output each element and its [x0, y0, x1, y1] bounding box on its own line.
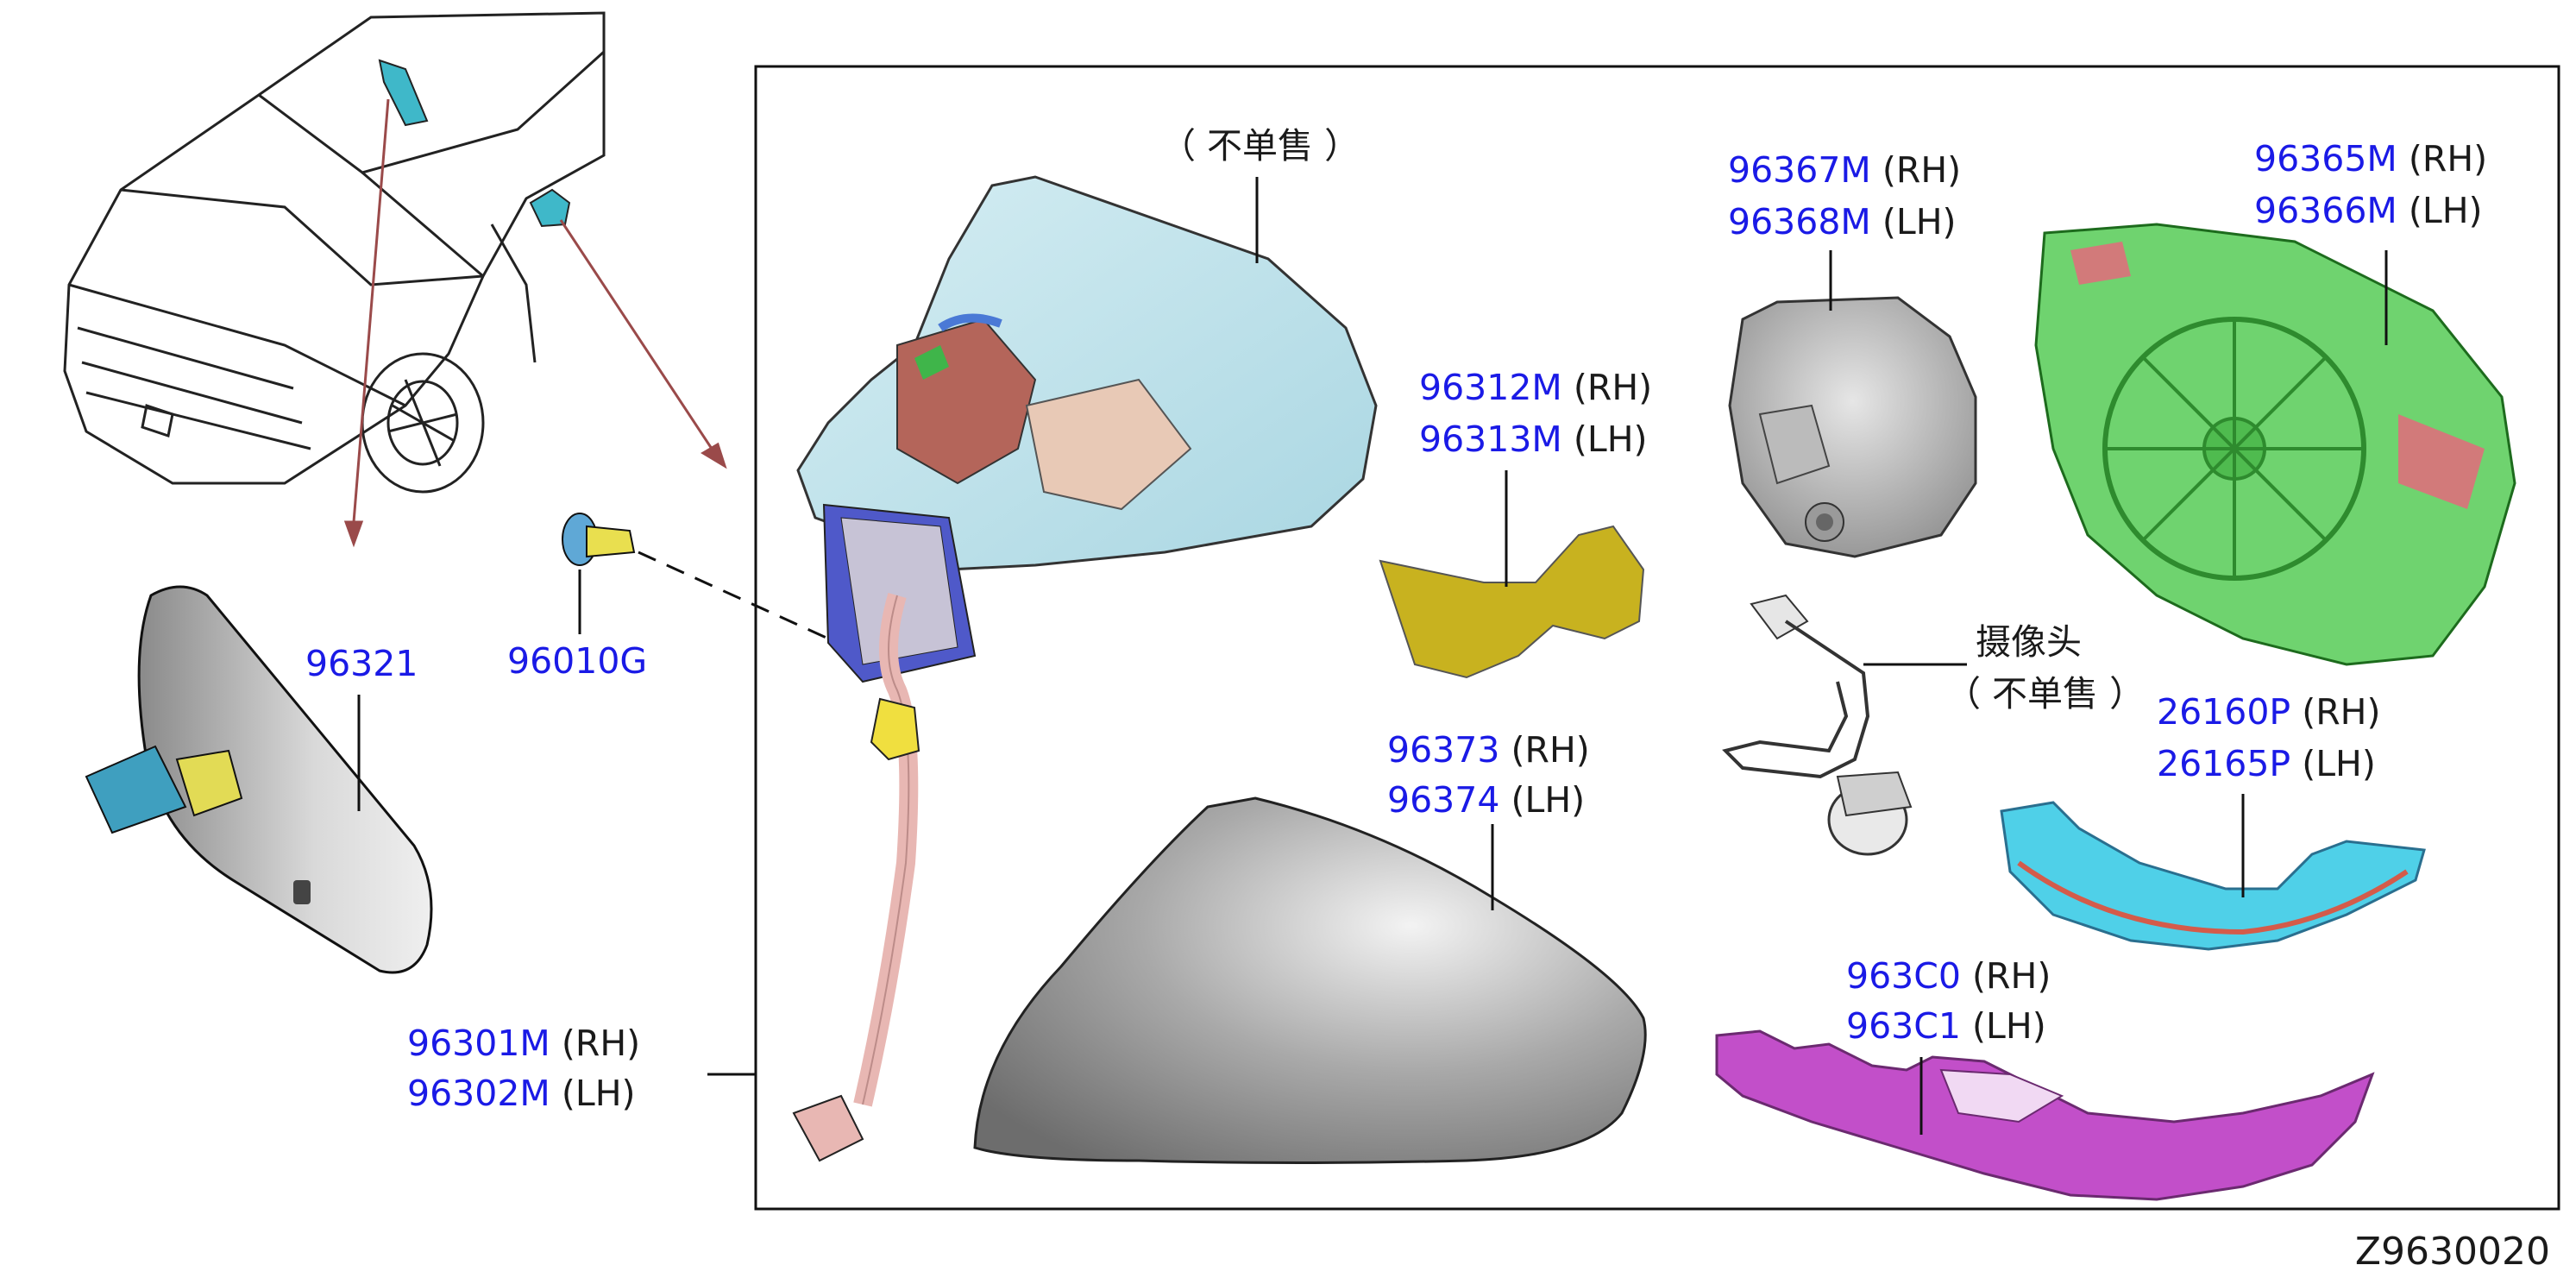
not-sold-note-top: （ 不单售 ）: [1160, 125, 1360, 167]
label-96367M: 96367M (RH): [1728, 145, 1961, 195]
vehicle-illustration: [63, 11, 606, 494]
label-963C0: 963C0 (RH): [1846, 951, 2051, 1001]
label-96374: 96374 (LH): [1387, 775, 1585, 825]
part-number: 96373: [1387, 729, 1500, 771]
inner-mirror-highlight: [378, 59, 429, 127]
part-number: 96368M: [1728, 201, 1871, 242]
label-963C1: 963C1 (LH): [1846, 1001, 2046, 1051]
part-number: 96366M: [2254, 190, 2397, 231]
part-number: 963C1: [1846, 1005, 1961, 1047]
part-number: 26160P: [2157, 691, 2291, 733]
label-96366M: 96366M (LH): [2254, 186, 2483, 236]
camera-not-sold-note: （ 不单售 ）: [1945, 673, 2146, 714]
label-26165P: 26165P (LH): [2157, 739, 2376, 789]
side-label: (LH): [1882, 201, 1957, 242]
side-label: (RH): [1511, 729, 1590, 771]
detail-frame: [754, 65, 2560, 1211]
side-label: (LH): [1573, 419, 1648, 460]
side-label: (LH): [2408, 190, 2483, 231]
camera-label: 摄像头: [1976, 621, 2082, 663]
side-label: (RH): [2408, 138, 2488, 179]
side-label: (LH): [2302, 743, 2376, 784]
part-number: 96374: [1387, 779, 1500, 821]
mirror-glass-part: [2034, 223, 2516, 666]
turn-lamp-part: [2000, 801, 2426, 951]
camera-part: [1722, 594, 1913, 856]
lower-garnish-part: [1715, 1029, 2375, 1201]
part-number: 96367M: [1728, 149, 1871, 191]
mirror-cover-part: [973, 796, 1647, 1164]
label-26160P: 26160P (RH): [2157, 687, 2381, 737]
side-label: (RH): [561, 1023, 641, 1064]
inner-mirror-part: [85, 585, 433, 974]
side-label: (LH): [561, 1073, 636, 1114]
label-96301M: 96301M (RH): [407, 1018, 640, 1068]
label-96368M: 96368M (LH): [1728, 197, 1957, 247]
label-96373: 96373 (RH): [1387, 725, 1590, 775]
part-number: 96365M: [2254, 138, 2397, 179]
part-number: 96302M: [407, 1073, 550, 1114]
label-96010G: 96010G: [507, 636, 647, 686]
part-number: 96010G: [507, 640, 648, 682]
label-96321: 96321: [305, 639, 418, 689]
label-96312M: 96312M (RH): [1419, 362, 1652, 412]
part-number: 96321: [305, 643, 418, 684]
side-label: (RH): [2302, 691, 2381, 733]
side-label: (LH): [1511, 779, 1586, 821]
label-96313M: 96313M (LH): [1419, 414, 1648, 464]
actuator-part: [1728, 296, 1977, 558]
part-number: 26165P: [2157, 743, 2291, 784]
side-label: (RH): [1573, 367, 1653, 408]
upper-garnish-part: [1379, 525, 1645, 679]
label-96302M: 96302M (LH): [407, 1068, 636, 1118]
mirror-assembly: [792, 175, 1378, 1162]
side-label: (RH): [1882, 149, 1962, 191]
part-number: 96312M: [1419, 367, 1562, 408]
side-label: (LH): [1972, 1005, 2046, 1047]
part-number: 96301M: [407, 1023, 550, 1064]
part-number: 96313M: [1419, 419, 1562, 460]
door-mirror-highlight: [529, 188, 571, 228]
callout-arrows: [343, 98, 727, 548]
label-96365M: 96365M (RH): [2254, 134, 2487, 184]
screw-part: [562, 513, 829, 640]
diagram-code: Z9630020: [2354, 1230, 2550, 1274]
part-number: 963C0: [1846, 955, 1961, 997]
side-label: (RH): [1972, 955, 2051, 997]
